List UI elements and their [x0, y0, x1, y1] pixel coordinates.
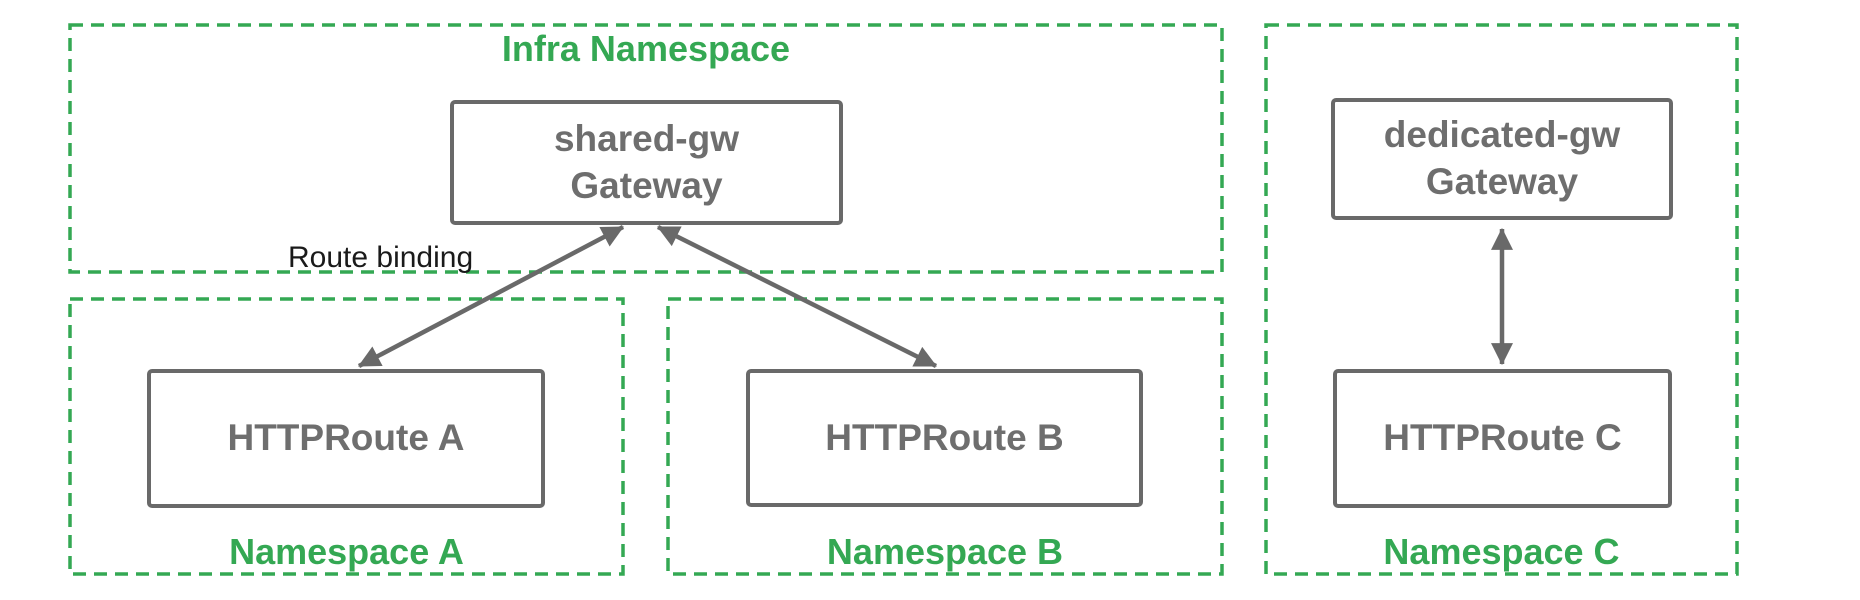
- arrow-route-a-to-shared-gw: [357, 225, 625, 368]
- httproute-b-box: [746, 369, 1143, 507]
- namespace-c-border: [1264, 23, 1739, 576]
- arrow-route-b-to-shared-gw: [656, 224, 938, 369]
- shared-gw-kind: Gateway: [570, 164, 723, 206]
- shared-gw-gateway-label: shared-gw Gateway: [450, 100, 843, 225]
- httproute-c-label: HTTPRoute C: [1383, 417, 1622, 459]
- httproute-a-box: [147, 369, 545, 508]
- namespace-b-border: [666, 297, 1224, 576]
- httproute-a-label: HTTPRoute A: [227, 417, 465, 459]
- namespace-b-title: Namespace B: [826, 531, 1064, 572]
- httproute-b-label: HTTPRoute B: [825, 416, 1064, 458]
- infra-namespace-border: [68, 23, 1224, 274]
- dedicated-gw-kind: Gateway: [1425, 161, 1579, 202]
- shared-gw-name: shared-gw: [553, 117, 740, 159]
- namespace-a-border: [68, 297, 625, 576]
- namespace-c-title: Namespace C: [1383, 531, 1620, 572]
- httproute-c-box: [1333, 369, 1672, 508]
- infra-namespace-title: Infra Namespace: [501, 28, 791, 69]
- namespace-a-title: Namespace A: [229, 531, 464, 572]
- route-binding-annotation: Route binding: [288, 241, 474, 274]
- dedicated-gw-gateway-box: [1331, 98, 1673, 220]
- shared-gw-gateway-box: [450, 100, 843, 225]
- dedicated-gw-name: dedicated-gw: [1383, 114, 1621, 156]
- dedicated-gw-gateway-label: dedicated-gw Gateway: [1331, 98, 1673, 220]
